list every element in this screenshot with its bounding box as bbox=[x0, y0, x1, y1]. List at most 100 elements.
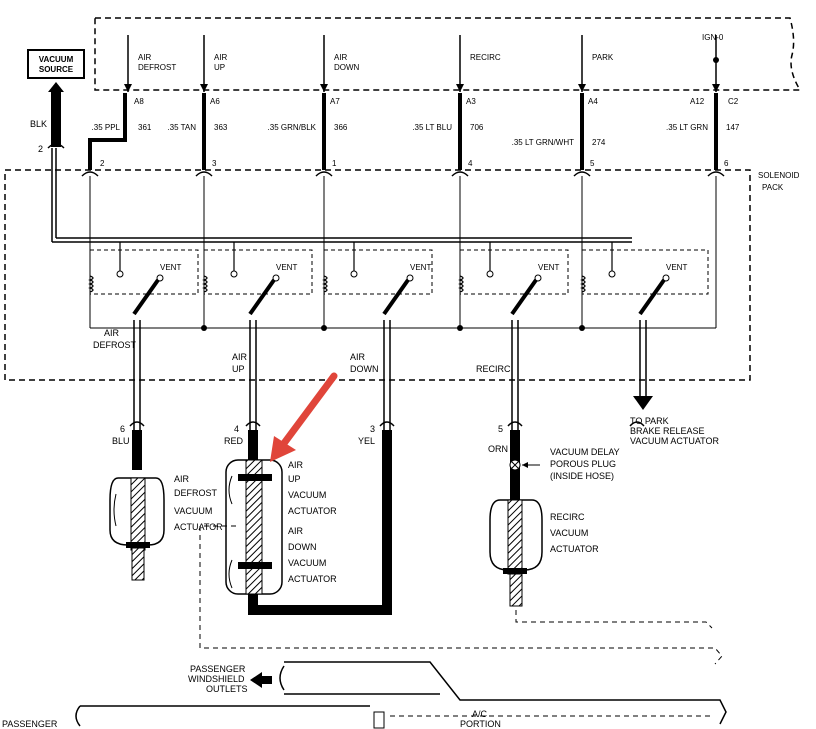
annotation-arrow bbox=[270, 372, 338, 462]
out-up-1: AIR bbox=[232, 352, 248, 362]
outlets-2: WINDSHIELD bbox=[188, 674, 245, 684]
defrost-act-3: VACUUM bbox=[174, 506, 212, 516]
solenoid-unit-0: VENT bbox=[88, 242, 199, 316]
circuit-pin-2: 1 bbox=[332, 159, 337, 168]
out-up-color: RED bbox=[224, 436, 244, 446]
ign-label: IGN-0 bbox=[702, 33, 724, 42]
vacuum-source-label-2: SOURCE bbox=[39, 65, 74, 74]
out-recirc-pin: 5 bbox=[498, 424, 503, 434]
connector-box bbox=[94, 17, 802, 91]
circuit-wire-4: .35 LT GRN/WHT bbox=[512, 138, 574, 147]
outlet-arrow bbox=[250, 672, 262, 688]
vent-label-3: VENT bbox=[538, 263, 559, 272]
down-act-2: DOWN bbox=[288, 542, 317, 552]
ac-portion-1: A/C bbox=[472, 709, 488, 719]
circuit-terminal-3: A3 bbox=[466, 97, 476, 106]
solenoid-pack-label: SOLENOID bbox=[758, 171, 800, 180]
out-defrost-2: DEFROST bbox=[93, 340, 137, 350]
down-act-1: AIR bbox=[288, 526, 304, 536]
circuit-terminal-4: A4 bbox=[588, 97, 598, 106]
out-up-2: UP bbox=[232, 364, 245, 374]
circuit-num-0: 361 bbox=[138, 123, 152, 132]
source-pin: 2 bbox=[38, 144, 43, 154]
out-recirc-color: ORN bbox=[488, 444, 508, 454]
circuit-wire-1: .35 TAN bbox=[167, 123, 196, 132]
up-act-3: VACUUM bbox=[288, 490, 326, 500]
vent-label-4: VENT bbox=[666, 263, 687, 272]
circuit-name2-2: DOWN bbox=[334, 63, 360, 72]
circuit-terminal-0: A8 bbox=[134, 97, 144, 106]
source-hose-color: BLK bbox=[30, 119, 47, 129]
circuit-name2-1: UP bbox=[214, 63, 225, 72]
solenoid-units: VENT VENT VENT VENT VENT bbox=[88, 242, 709, 316]
down-act-4: ACTUATOR bbox=[288, 574, 337, 584]
defrost-act-2: DEFROST bbox=[174, 488, 218, 498]
passenger-cut-label: PASSENGER bbox=[2, 719, 58, 729]
solenoid-unit-3: VENT bbox=[458, 242, 569, 316]
circuit-terminal-5: A12 bbox=[690, 97, 705, 106]
outlets-1: PASSENGER bbox=[190, 664, 246, 674]
defrost-act-4: ACTUATOR bbox=[174, 522, 223, 532]
delay-plug-2: POROUS PLUG bbox=[550, 459, 616, 469]
recirc-act-3: ACTUATOR bbox=[550, 544, 599, 554]
circuit-name2-0: DEFROST bbox=[138, 63, 176, 72]
out-defrost-1: AIR bbox=[104, 328, 120, 338]
out-down-color: YEL bbox=[358, 436, 375, 446]
solenoid-pack-box bbox=[4, 169, 751, 381]
circuit-pin-5: 6 bbox=[724, 159, 729, 168]
outlets-3: OUTLETS bbox=[206, 684, 248, 694]
vent-label-2: VENT bbox=[410, 263, 431, 272]
passenger-duct bbox=[75, 661, 727, 727]
circuit-name-1: AIR bbox=[214, 53, 228, 62]
circuit-num-2: 366 bbox=[334, 123, 348, 132]
vacuum-source-box bbox=[27, 49, 85, 79]
out-recirc-1: RECIRC bbox=[476, 364, 511, 374]
defrost-actuator bbox=[109, 477, 165, 581]
circuit-wire-0: .35 PPL bbox=[92, 123, 121, 132]
circuit-name-3: RECIRC bbox=[470, 53, 501, 62]
source-hose bbox=[51, 92, 61, 147]
circuit-num-5: 147 bbox=[726, 123, 740, 132]
out-down-2: DOWN bbox=[350, 364, 379, 374]
source-connector bbox=[47, 143, 65, 149]
solenoid-unit-2: VENT bbox=[322, 242, 433, 316]
solenoid-pack-label-2: PACK bbox=[762, 183, 784, 192]
park-arrow bbox=[633, 396, 653, 410]
source-arrow bbox=[48, 82, 64, 92]
solenoid-unit-4: VENT bbox=[580, 242, 709, 316]
out-defrost-pin: 6 bbox=[120, 424, 125, 434]
out-defrost-color: BLU bbox=[112, 436, 130, 446]
circuit-wires bbox=[81, 35, 725, 331]
circuit-name-4: PARK bbox=[592, 53, 614, 62]
circuit-pin-0: 2 bbox=[100, 159, 105, 168]
park-dest-1: TO PARK bbox=[630, 416, 669, 426]
vent-label-0: VENT bbox=[160, 263, 181, 272]
delay-plug-1: VACUUM DELAY bbox=[550, 447, 620, 457]
circuit-wire-3: .35 LT BLU bbox=[412, 123, 452, 132]
ac-portion-2: PORTION bbox=[460, 719, 501, 729]
up-act-4: ACTUATOR bbox=[288, 506, 337, 516]
circuit-wire-5: .35 LT GRN bbox=[666, 123, 708, 132]
recirc-actuator bbox=[489, 459, 543, 607]
circuit-terminal2-5: C2 bbox=[728, 97, 739, 106]
circuit-pin-4: 5 bbox=[590, 159, 595, 168]
down-act-3: VACUUM bbox=[288, 558, 326, 568]
circuit-pin-1: 3 bbox=[212, 159, 217, 168]
circuit-wire-2: .35 GRN/BLK bbox=[268, 123, 317, 132]
circuit-num-4: 274 bbox=[592, 138, 606, 147]
out-up-pin: 4 bbox=[234, 424, 239, 434]
recirc-act-1: RECIRC bbox=[550, 512, 585, 522]
delay-plug-3: (INSIDE HOSE) bbox=[550, 471, 614, 481]
circuit-num-1: 363 bbox=[214, 123, 228, 132]
solenoid-unit-1: VENT bbox=[202, 242, 313, 316]
defrost-act-1: AIR bbox=[174, 474, 190, 484]
recirc-act-2: VACUUM bbox=[550, 528, 588, 538]
up-act-2: UP bbox=[288, 474, 301, 484]
vent-label-1: VENT bbox=[276, 263, 297, 272]
circuit-name-0: AIR bbox=[138, 53, 152, 62]
circuit-name-2: AIR bbox=[334, 53, 348, 62]
circuit-num-3: 706 bbox=[470, 123, 484, 132]
air-up-down-actuator bbox=[225, 459, 283, 612]
